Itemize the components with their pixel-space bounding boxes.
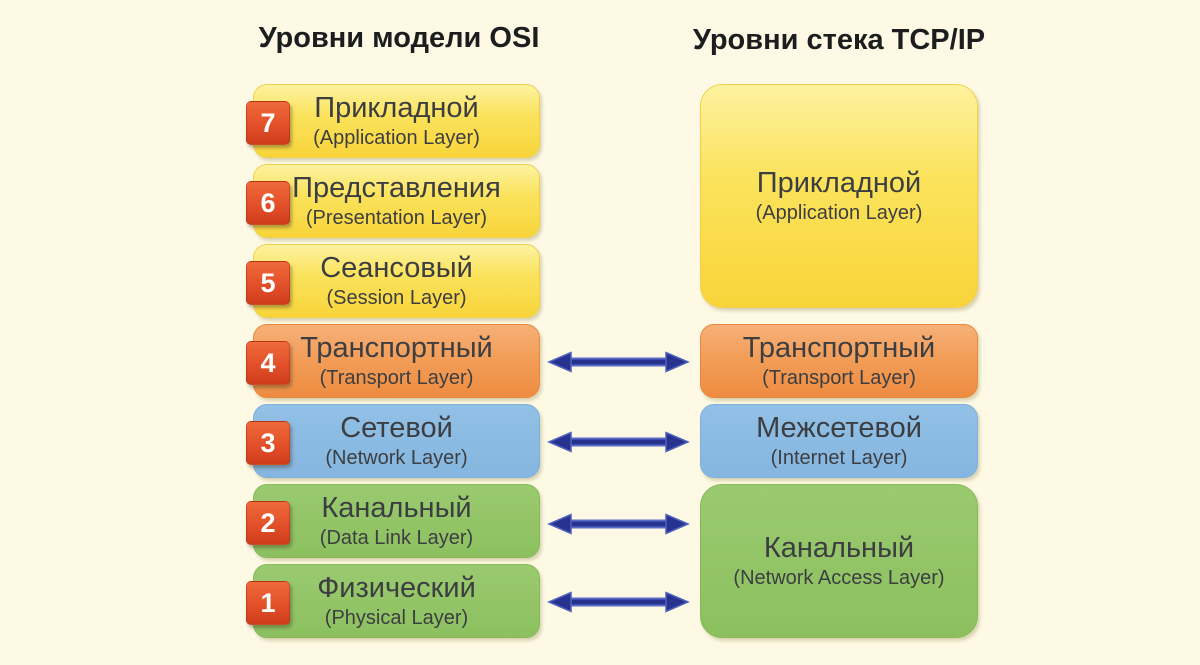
layer-title: Прикладной (314, 92, 479, 125)
osi-column-title: Уровни модели OSI (258, 22, 540, 54)
osi-badge-2: 2 (246, 501, 290, 545)
arrow-network-link (547, 431, 690, 453)
layer-title: Транспортный (300, 332, 493, 365)
layer-title: Сетевой (340, 412, 453, 445)
tcpip-layer-network-access: Канальный (Network Access Layer) (700, 484, 978, 638)
osi-badge-4: 4 (246, 341, 290, 385)
layer-subtitle: (Presentation Layer) (305, 206, 488, 229)
osi-badge-7: 7 (246, 101, 290, 145)
tcpip-layer-application: Прикладной (Application Layer) (700, 84, 978, 308)
layer-title: Прикладной (756, 167, 922, 200)
osi-layer-transport: Транспортный (Transport Layer) (253, 324, 540, 398)
layer-title: Сеансовый (320, 252, 473, 285)
osi-layer-presentation: Представления (Presentation Layer) (253, 164, 540, 238)
arrow-transport-link (547, 351, 690, 373)
layer-subtitle: (Data Link Layer) (319, 526, 474, 549)
layer-title: Физический (317, 572, 476, 605)
osi-layer-application: Прикладной (Application Layer) (253, 84, 540, 158)
arrow-physical-link (547, 591, 690, 613)
tcpip-layer-internet: Межсетевой (Internet Layer) (700, 404, 978, 478)
tcpip-layer-transport: Транспортный (Transport Layer) (700, 324, 978, 398)
layer-title: Канальный (321, 492, 472, 525)
layer-title: Канальный (763, 532, 915, 565)
arrow-datalink-link (547, 513, 690, 535)
layer-title: Представления (292, 172, 501, 205)
layer-subtitle: (Network Layer) (325, 446, 468, 469)
osi-badge-3: 3 (246, 421, 290, 465)
layer-title: Транспортный (742, 332, 936, 365)
layer-subtitle: (Network Access Layer) (733, 566, 945, 589)
osi-layer-physical: Физический (Physical Layer) (253, 564, 540, 638)
layer-subtitle: (Physical Layer) (324, 606, 469, 629)
osi-layer-datalink: Канальный (Data Link Layer) (253, 484, 540, 558)
layer-title: Межсетевой (756, 412, 922, 445)
osi-badge-6: 6 (246, 181, 290, 225)
layer-subtitle: (Application Layer) (755, 201, 923, 224)
osi-badge-1: 1 (246, 581, 290, 625)
osi-layer-network: Сетевой (Network Layer) (253, 404, 540, 478)
layer-subtitle: (Internet Layer) (770, 446, 908, 469)
osi-layer-session: Сеансовый (Session Layer) (253, 244, 540, 318)
layer-subtitle: (Transport Layer) (319, 366, 474, 389)
layer-subtitle: (Session Layer) (326, 286, 467, 309)
osi-badge-5: 5 (246, 261, 290, 305)
tcpip-column-title: Уровни стека TCP/IP (692, 24, 986, 56)
layer-subtitle: (Transport Layer) (762, 366, 916, 389)
layer-subtitle: (Application Layer) (313, 126, 480, 149)
